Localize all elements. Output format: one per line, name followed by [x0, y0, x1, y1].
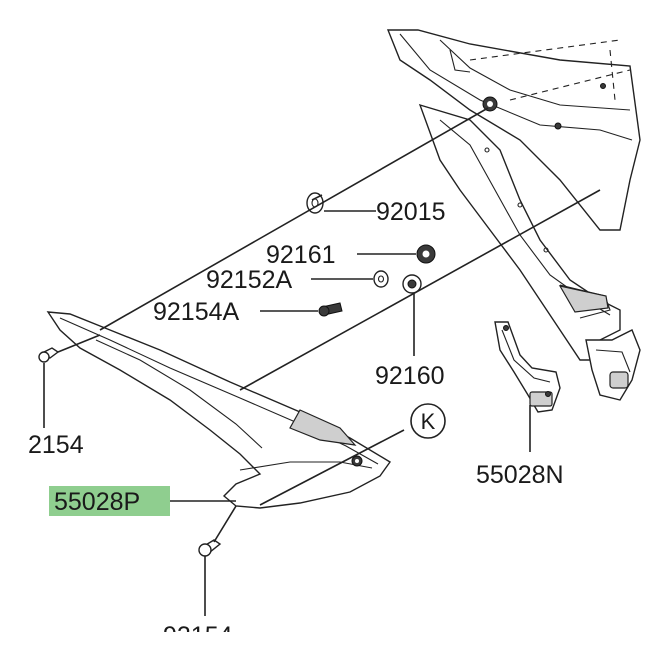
upper-fairing-assembly	[386, 29, 641, 231]
screw-92154A	[318, 302, 343, 317]
label-92154-left: 2154	[28, 431, 84, 459]
side-cowl-55028P	[46, 311, 392, 509]
highlight-box	[49, 486, 170, 516]
label-92015: 92015	[376, 198, 446, 226]
bracket-55028N	[494, 321, 561, 413]
screw-92154-bottom	[198, 539, 222, 557]
assembly-lines	[57, 107, 601, 543]
grommet-92160	[402, 274, 422, 294]
collar-92152A	[373, 270, 389, 288]
bottom-crop	[0, 632, 660, 660]
label-92160: 92160	[375, 362, 445, 390]
grommet-92161	[416, 244, 436, 264]
reference-marker: K	[410, 403, 446, 439]
label-55028N: 55028N	[476, 461, 564, 489]
side-fairing-inner-panel	[418, 103, 641, 401]
screw-92154-left	[38, 347, 60, 363]
label-92161: 92161	[266, 241, 336, 269]
label-55028P: 55028P	[54, 488, 140, 516]
reference-marker-letter: K	[421, 409, 436, 434]
leader-lines	[43, 210, 531, 616]
label-92152A: 92152A	[206, 266, 293, 294]
label-92154A: 92154A	[153, 298, 240, 326]
